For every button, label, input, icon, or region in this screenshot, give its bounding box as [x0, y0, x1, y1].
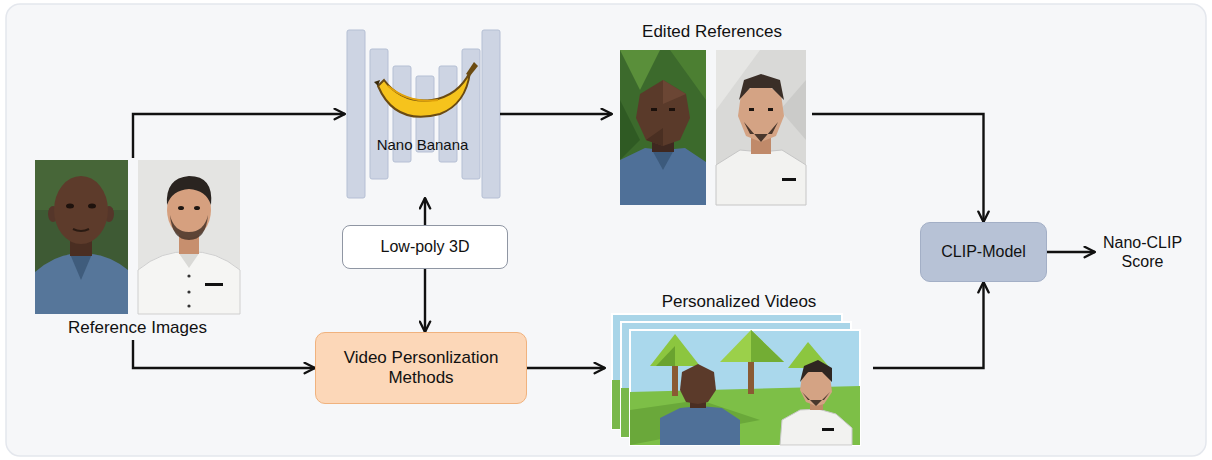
reference-photo	[170, 215, 208, 240]
image-group: Edited References	[612, 22, 812, 210]
flow-arrow	[1047, 251, 1095, 253]
video-frame	[656, 346, 675, 366]
edited-reference	[620, 148, 706, 205]
node-label: Video Personlization Methods	[329, 348, 514, 389]
edited-reference	[749, 108, 754, 111]
video-frame	[630, 330, 860, 445]
node-label: Nano-CLIP Score	[1099, 233, 1187, 271]
reference-photo	[187, 274, 190, 277]
reference-photo	[167, 176, 211, 205]
video-frame	[660, 406, 740, 445]
node-label: Low-poly 3D	[381, 237, 470, 256]
reference-photo	[54, 176, 108, 244]
reference-photo	[66, 204, 74, 209]
banana-icon	[374, 80, 380, 86]
model-box: CLIP-Model	[920, 222, 1047, 282]
reference-photo	[187, 290, 190, 293]
edited-reference	[646, 128, 663, 146]
node-label: Personalized Videos	[662, 292, 817, 312]
flow-arrow	[500, 113, 612, 115]
node-label: CLIP-Model	[941, 242, 1025, 261]
reference-photo	[70, 254, 92, 280]
edited-reference	[620, 100, 640, 160]
reference-photo	[138, 252, 240, 314]
reference-photo	[194, 206, 200, 210]
reference-photo	[35, 160, 128, 314]
edited-reference	[651, 108, 657, 111]
banana-icon	[388, 86, 438, 101]
flow-arrow	[133, 340, 315, 368]
output-text: Nano-CLIP Score	[1095, 228, 1190, 276]
video-frame	[680, 364, 716, 404]
video-frame	[630, 330, 860, 445]
banana-icon	[374, 62, 478, 117]
edited-reference	[780, 80, 806, 140]
flow-arrow	[527, 367, 605, 369]
video-frame	[751, 330, 784, 362]
image-group: Reference Images	[30, 158, 245, 340]
edited-reference	[782, 178, 796, 181]
reference-photo	[138, 160, 240, 314]
reference-photo	[205, 283, 223, 286]
model-block	[347, 30, 500, 198]
video-frame	[822, 428, 834, 431]
edited-reference	[620, 50, 706, 205]
model-block	[482, 30, 500, 198]
flow-arrow	[424, 269, 426, 332]
edited-reference	[716, 150, 806, 205]
banana-icon	[466, 62, 478, 76]
flow-arrow	[424, 198, 426, 225]
model-block	[370, 49, 388, 179]
video-frame	[780, 409, 852, 445]
edited-reference	[669, 108, 675, 111]
video-group: Personalized Videos	[605, 292, 873, 450]
video-frame	[650, 334, 700, 366]
video-frame	[800, 360, 832, 382]
reference-photo	[178, 206, 184, 210]
panel-background	[6, 4, 1206, 456]
prompt-box: Low-poly 3D	[342, 225, 508, 269]
flow-arrow	[133, 114, 345, 158]
reference-photo	[138, 160, 240, 314]
reference-photo	[35, 254, 128, 314]
reference-photo	[178, 252, 200, 268]
process-box: Video Personlization Methods	[315, 332, 527, 404]
edited-reference	[716, 50, 806, 205]
video-frame	[802, 392, 830, 406]
edited-reference	[768, 108, 773, 111]
edited-reference	[636, 80, 690, 146]
video-frame	[720, 330, 784, 362]
model-block	[462, 49, 480, 179]
edited-reference	[739, 74, 784, 100]
reference-photo	[88, 204, 96, 209]
reference-photo	[73, 229, 89, 231]
model-block	[347, 30, 365, 198]
flow-arrow	[812, 114, 984, 222]
banana-icon	[378, 72, 470, 117]
edited-reference	[652, 150, 674, 170]
edited-reference	[716, 50, 806, 205]
edited-reference	[620, 50, 660, 90]
flow-arrow	[873, 282, 984, 368]
model-block: Nano Banana	[345, 30, 500, 198]
edited-reference	[744, 122, 778, 142]
node-label: Nano Banana	[377, 136, 469, 154]
edited-reference	[620, 50, 706, 205]
node-label: Reference Images	[68, 318, 207, 338]
reference-photo	[35, 160, 128, 314]
edited-reference	[663, 80, 686, 104]
node-label: Edited References	[642, 22, 782, 42]
reference-photo	[187, 304, 190, 307]
